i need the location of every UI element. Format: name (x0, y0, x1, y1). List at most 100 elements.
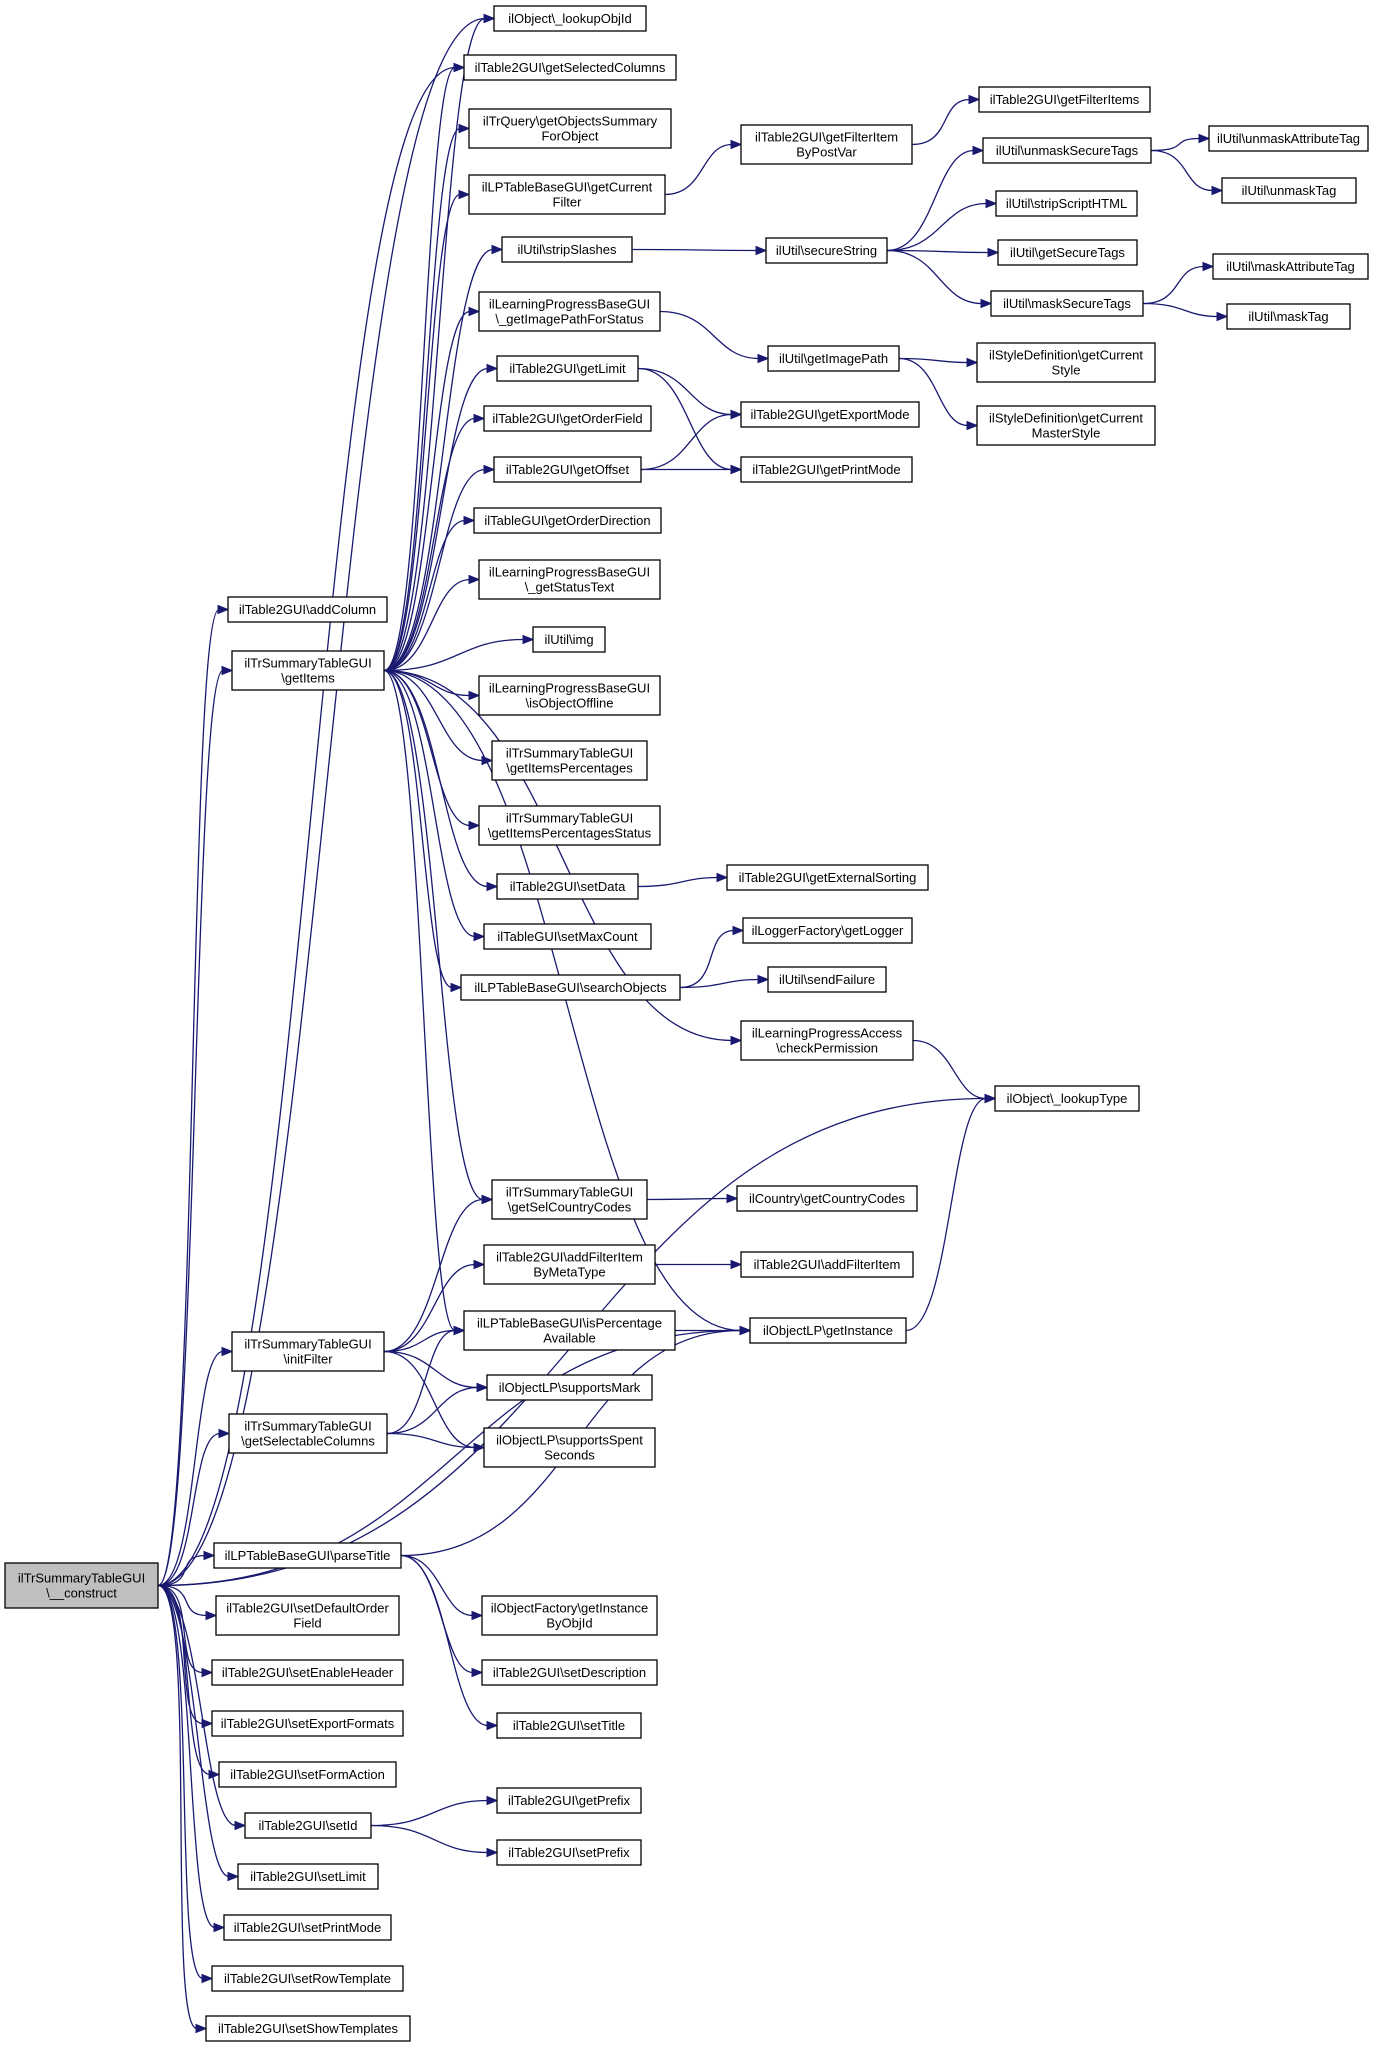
node-getItems[interactable]: ilTrSummaryTableGUI\getItems (231, 650, 385, 691)
node-getSelCountryCodes[interactable]: ilTrSummaryTableGUI\getSelCountryCodes (491, 1179, 648, 1220)
arrowhead-getItems-to-getOrderField (473, 413, 486, 424)
node-img[interactable]: ilUtil\img (532, 626, 606, 653)
node-getExportMode[interactable]: ilTable2GUI\getExportMode (740, 401, 920, 428)
node-objLPGetInstance[interactable]: ilObjectLP\getInstance (749, 1317, 907, 1344)
arrowhead-unmaskSecureTags-to-unmaskTag (1211, 185, 1224, 196)
node-label-getSelCountryCodes-line2: \getSelCountryCodes (508, 1200, 632, 1215)
node-setEnableHeader[interactable]: ilTable2GUI\setEnableHeader (211, 1659, 404, 1686)
node-setRowTemplate[interactable]: ilTable2GUI\setRowTemplate (211, 1965, 404, 1992)
node-initFilter[interactable]: ilTrSummaryTableGUI\initFilter (231, 1331, 385, 1372)
node-label-isObjectOffline-line1: ilLearningProgressBaseGUI (489, 681, 650, 696)
node-addColumn[interactable]: ilTable2GUI\addColumn (227, 596, 388, 623)
node-box-secureString (765, 237, 888, 264)
edge-secureString-to-getSecureTags (886, 249, 990, 254)
node-label-getExportMode-line1: ilTable2GUI\getExportMode (751, 407, 910, 422)
node-unmaskSecureTags[interactable]: ilUtil\unmaskSecureTags (982, 137, 1152, 164)
node-setId[interactable]: ilTable2GUI\setId (244, 1812, 372, 1839)
edge-construct-to-getSelectableColumns (157, 1432, 221, 1587)
node-getCountryCodes[interactable]: ilCountry\getCountryCodes (736, 1185, 918, 1212)
node-label-isPercentageAvailable-line1: ilLPTableBaseGUI\isPercentage (477, 1316, 662, 1331)
node-getImagePathForStatus[interactable]: ilLearningProgressBaseGUI\_getImagePathF… (478, 291, 661, 332)
node-maskAttributeTag[interactable]: ilUtil\maskAttributeTag (1212, 253, 1369, 280)
node-box-getObjectsSummary (468, 108, 672, 149)
node-label-parseTitle-line1: ilLPTableBaseGUI\parseTitle (225, 1548, 391, 1563)
node-label-getFilterItemByPostVar-line2: ByPostVar (796, 145, 857, 160)
node-addFilterItem[interactable]: ilTable2GUI\addFilterItem (740, 1251, 914, 1278)
arrowhead-maskSecureTags-to-maskAttributeTag (1202, 261, 1215, 272)
node-getSecureTags[interactable]: ilUtil\getSecureTags (997, 239, 1138, 266)
edge-getItems-to-getImagePathForStatus (383, 310, 471, 672)
node-construct[interactable]: ilTrSummaryTableGUI\__construct (4, 1562, 159, 1609)
node-label-addFilterItemByMetaType-line2: ByMetaType (533, 1265, 605, 1280)
node-secureString[interactable]: ilUtil\secureString (765, 237, 888, 264)
node-label-initFilter-line2: \initFilter (283, 1352, 333, 1367)
node-getImagePath[interactable]: ilUtil\getImagePath (767, 345, 900, 372)
node-unmaskAttributeTag[interactable]: ilUtil\unmaskAttributeTag (1208, 125, 1369, 152)
node-label-setId-line1: ilTable2GUI\setId (259, 1818, 358, 1833)
node-setData[interactable]: ilTable2GUI\setData (496, 873, 639, 900)
node-setTitle[interactable]: ilTable2GUI\setTitle (496, 1712, 642, 1739)
node-maskTag[interactable]: ilUtil\maskTag (1226, 303, 1351, 330)
node-getPrintMode[interactable]: ilTable2GUI\getPrintMode (740, 456, 913, 483)
node-label-getSecureTags-line1: ilUtil\getSecureTags (1010, 245, 1125, 260)
node-setPrefix[interactable]: ilTable2GUI\setPrefix (496, 1839, 642, 1866)
node-getOrderField[interactable]: ilTable2GUI\getOrderField (483, 405, 652, 432)
node-setMaxCount[interactable]: ilTableGUI\setMaxCount (483, 923, 652, 950)
node-getOrderDirection[interactable]: ilTableGUI\getOrderDirection (473, 507, 662, 534)
arrowhead-getSelectableColumns-to-isPercentageAvailable (453, 1325, 466, 1336)
node-getItemsPercentagesStatus[interactable]: ilTrSummaryTableGUI\getItemsPercentagesS… (478, 805, 661, 846)
node-checkPermission[interactable]: ilLearningProgressAccess\checkPermission (740, 1020, 914, 1061)
node-box-stripScriptHTML (995, 190, 1138, 217)
node-getPrefix[interactable]: ilTable2GUI\getPrefix (496, 1787, 642, 1814)
node-label-maskSecureTags-line1: ilUtil\maskSecureTags (1003, 296, 1131, 311)
node-setShowTemplates[interactable]: ilTable2GUI\setShowTemplates (205, 2015, 411, 2042)
node-setFormAction[interactable]: ilTable2GUI\setFormAction (218, 1761, 397, 1788)
node-setPrintMode[interactable]: ilTable2GUI\setPrintMode (223, 1914, 392, 1941)
node-unmaskTag[interactable]: ilUtil\unmaskTag (1221, 177, 1357, 204)
node-getLogger[interactable]: ilLoggerFactory\getLogger (742, 917, 913, 944)
node-getLimit[interactable]: ilTable2GUI\getLimit (496, 355, 639, 382)
edge-construct-to-setExportFormats (157, 1584, 204, 1725)
edge-setId-to-setPrefix (370, 1824, 489, 1854)
node-getOffset[interactable]: ilTable2GUI\getOffset (493, 456, 642, 483)
node-sendFailure[interactable]: ilUtil\sendFailure (767, 966, 887, 993)
node-setExportFormats[interactable]: ilTable2GUI\setExportFormats (211, 1710, 404, 1737)
node-label-getFilterItems-line1: ilTable2GUI\getFilterItems (990, 92, 1140, 107)
node-stripSlashes[interactable]: ilUtil\stripSlashes (501, 236, 633, 263)
node-setDescription[interactable]: ilTable2GUI\setDescription (481, 1659, 658, 1686)
node-box-setMaxCount (483, 923, 652, 950)
node-maskSecureTags[interactable]: ilUtil\maskSecureTags (990, 290, 1144, 317)
node-isObjectOffline[interactable]: ilLearningProgressBaseGUI\isObjectOfflin… (478, 675, 661, 716)
node-lookupType[interactable]: ilObject\_lookupType (994, 1085, 1140, 1112)
node-label-getObjectsSummary-line1: ilTrQuery\getObjectsSummary (483, 114, 658, 129)
edge-maskSecureTags-to-maskAttributeTag (1142, 265, 1205, 305)
arrowhead-secureString-to-maskSecureTags (980, 298, 993, 309)
edge-getLimit-to-getExportMode (637, 367, 733, 416)
node-getExternalSorting[interactable]: ilTable2GUI\getExternalSorting (726, 864, 929, 891)
node-getSelectableColumns[interactable]: ilTrSummaryTableGUI\getSelectableColumns (228, 1413, 388, 1454)
node-parseTitle[interactable]: ilLPTableBaseGUI\parseTitle (213, 1542, 402, 1569)
node-getFilterItems[interactable]: ilTable2GUI\getFilterItems (978, 86, 1151, 113)
node-stripScriptHTML[interactable]: ilUtil\stripScriptHTML (995, 190, 1138, 217)
node-getSelectedColumns[interactable]: ilTable2GUI\getSelectedColumns (463, 54, 677, 81)
edge-construct-to-addColumn (157, 608, 220, 1587)
node-lookupObjId[interactable]: ilObject\_lookupObjId (493, 5, 647, 32)
node-getItemsPercentages[interactable]: ilTrSummaryTableGUI\getItemsPercentages (491, 740, 648, 781)
node-setLimit[interactable]: ilTable2GUI\setLimit (237, 1863, 379, 1890)
edge-construct-to-setShowTemplates (157, 1584, 198, 2030)
edge-construct-to-initFilter (157, 1350, 224, 1587)
node-searchObjects[interactable]: ilLPTableBaseGUI\searchObjects (460, 974, 681, 1001)
node-getStatusText[interactable]: ilLearningProgressBaseGUI\_getStatusText (478, 559, 661, 600)
node-supportsMark[interactable]: ilObjectLP\supportsMark (486, 1374, 653, 1401)
node-box-searchObjects (460, 974, 681, 1001)
